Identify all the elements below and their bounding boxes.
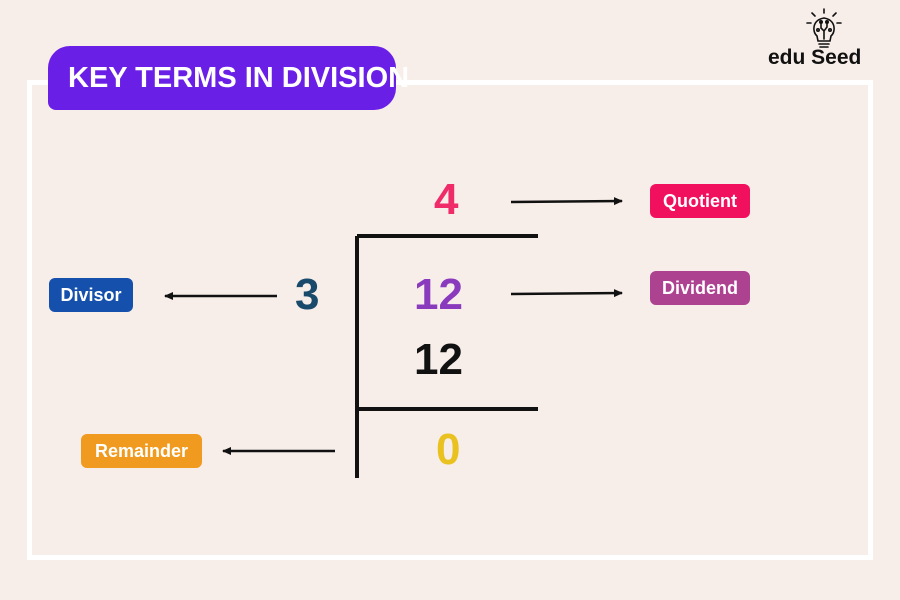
dividend-number: 12 xyxy=(414,270,463,319)
arrow-quotient xyxy=(510,197,623,206)
quotient-number: 4 xyxy=(434,175,459,224)
brand-logo: edu Seed xyxy=(764,8,884,70)
dividend-label: Dividend xyxy=(650,271,750,305)
quotient-label: Quotient xyxy=(650,184,750,218)
remainder-label: Remainder xyxy=(81,434,202,468)
arrow-dividend xyxy=(510,289,623,298)
logo-text: edu Seed xyxy=(768,46,862,69)
content-frame xyxy=(27,80,873,560)
product-number: 12 xyxy=(414,335,463,384)
page-title: KEY TERMS IN DIVISION xyxy=(48,46,409,110)
divisor-number: 3 xyxy=(295,270,320,319)
lightbulb-icon xyxy=(806,8,842,48)
remainder-number: 0 xyxy=(436,425,461,474)
divisor-label: Divisor xyxy=(49,278,133,312)
